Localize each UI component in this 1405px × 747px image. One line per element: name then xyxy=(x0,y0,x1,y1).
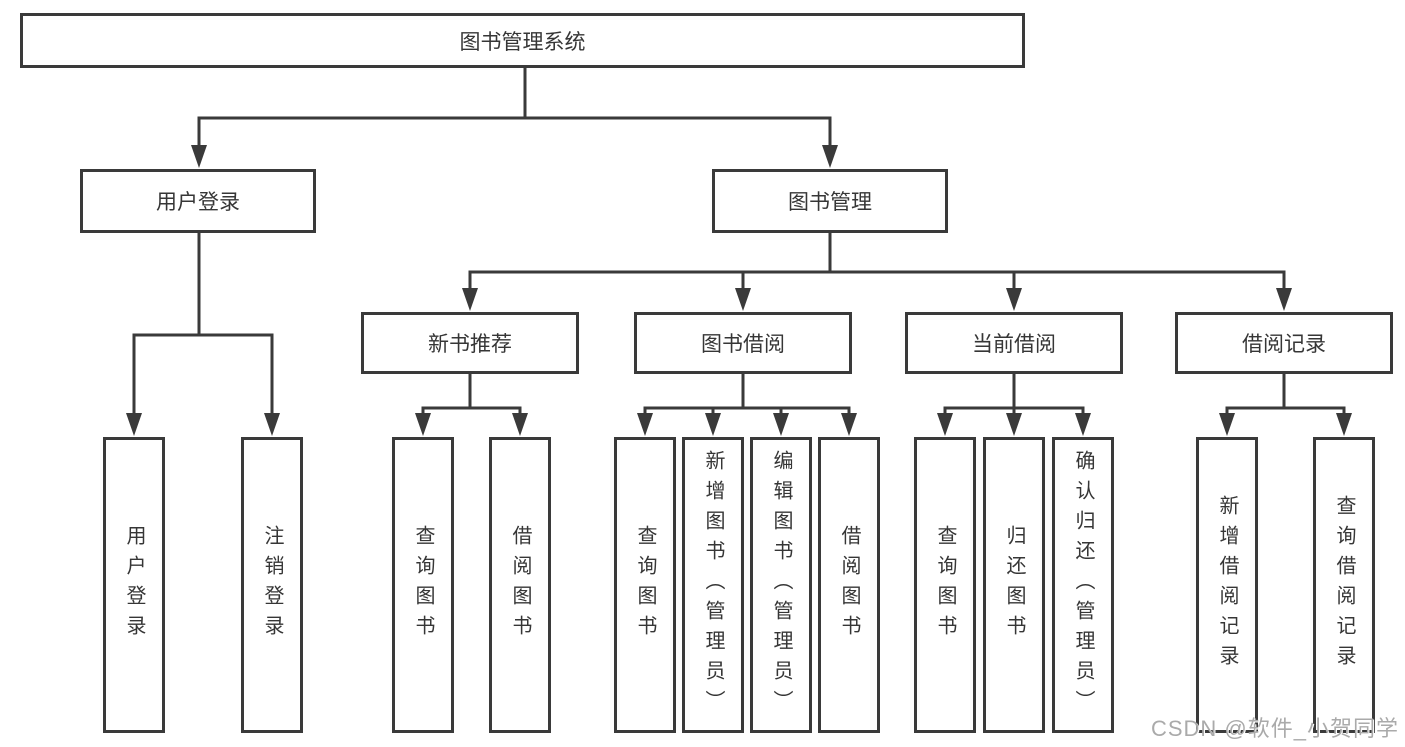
node-book-management: 图书管理 xyxy=(712,169,948,233)
connector-new-book-recommendation-path xyxy=(421,372,522,417)
arrow-down-icon xyxy=(462,288,478,311)
node-query-books-borrowing: 查询图书 xyxy=(614,437,676,733)
node-add-borrow-record: 新增借阅记录 xyxy=(1196,437,1258,733)
connector-borrowing-records xyxy=(1219,372,1352,436)
node-label: 借阅图书 xyxy=(509,525,531,645)
arrow-down-icon xyxy=(264,413,280,436)
arrow-down-icon xyxy=(1336,413,1352,436)
node-borrowing-records: 借阅记录 xyxy=(1175,312,1393,374)
arrow-down-icon xyxy=(1075,413,1091,436)
node-query-borrow-record: 查询借阅记录 xyxy=(1313,437,1375,733)
arrow-down-icon xyxy=(735,288,751,311)
arrow-down-icon xyxy=(822,145,838,168)
arrow-down-icon xyxy=(191,145,207,168)
node-label: 图书管理 xyxy=(788,191,872,214)
node-label: 用户登录 xyxy=(156,191,240,214)
connector-root xyxy=(191,66,838,168)
node-label: 归还图书 xyxy=(1003,525,1025,645)
arrow-down-icon xyxy=(512,413,528,436)
node-label: 注销登录 xyxy=(261,525,283,645)
node-current-borrowing: 当前借阅 xyxy=(905,312,1123,374)
node-label: 编辑图书（管理员） xyxy=(770,450,792,720)
arrow-down-icon xyxy=(1006,413,1022,436)
arrow-down-icon xyxy=(1006,288,1022,311)
node-edit-books-admin: 编辑图书（管理员） xyxy=(750,437,812,733)
node-user-login-branch: 用户登录 xyxy=(80,169,316,233)
node-label: 新书推荐 xyxy=(428,333,512,356)
node-label: 图书管理系统 xyxy=(459,30,586,54)
csdn-watermark: CSDN @软件_小贺同学 xyxy=(1150,716,1399,741)
arrow-down-icon xyxy=(415,413,431,436)
node-label: 当前借阅 xyxy=(972,333,1056,356)
node-add-books-admin: 新增图书（管理员） xyxy=(682,437,744,733)
node-label: 查询图书 xyxy=(934,525,956,645)
node-label: 查询借阅记录 xyxy=(1333,495,1355,675)
arrow-down-icon xyxy=(1219,413,1235,436)
connector-book-management-path xyxy=(468,231,1286,292)
connector-new-book-recommendation xyxy=(415,372,528,436)
arrow-down-icon xyxy=(126,413,142,436)
connector-book-borrowing xyxy=(637,372,857,436)
arrow-down-icon xyxy=(937,413,953,436)
node-label: 确认归还（管理员） xyxy=(1072,450,1094,720)
node-label: 查询图书 xyxy=(412,525,434,645)
arrow-down-icon xyxy=(637,413,653,436)
connector-book-management xyxy=(462,231,1292,311)
node-label: 借阅图书 xyxy=(838,525,860,645)
node-user-login-leaf: 用户登录 xyxy=(103,437,165,733)
connector-user-login-path xyxy=(132,231,274,417)
node-label: 新增图书（管理员） xyxy=(702,450,724,720)
arrow-down-icon xyxy=(705,413,721,436)
connector-current-borrowing xyxy=(937,372,1091,436)
arrow-down-icon xyxy=(773,413,789,436)
node-borrow-books-borrowing: 借阅图书 xyxy=(818,437,880,733)
node-return-books: 归还图书 xyxy=(983,437,1045,733)
node-book-borrowing: 图书借阅 xyxy=(634,312,852,374)
node-borrow-books-recommend: 借阅图书 xyxy=(489,437,551,733)
arrow-down-icon xyxy=(841,413,857,436)
node-label: 图书借阅 xyxy=(701,333,785,356)
node-label: 用户登录 xyxy=(123,525,145,645)
arrow-down-icon xyxy=(1276,288,1292,311)
node-query-books-current: 查询图书 xyxy=(914,437,976,733)
connector-book-borrowing-path xyxy=(643,372,851,417)
node-query-books-recommend: 查询图书 xyxy=(392,437,454,733)
connector-current-borrowing-path xyxy=(943,372,1085,417)
node-label: 新增借阅记录 xyxy=(1216,495,1238,675)
node-confirm-return-admin: 确认归还（管理员） xyxy=(1052,437,1114,733)
connector-root-path xyxy=(197,66,832,149)
node-new-book-recommendation: 新书推荐 xyxy=(361,312,579,374)
node-label: 查询图书 xyxy=(634,525,656,645)
node-library-management-system: 图书管理系统 xyxy=(20,13,1025,68)
node-label: 借阅记录 xyxy=(1242,333,1326,356)
node-logout: 注销登录 xyxy=(241,437,303,733)
connector-borrowing-records-path xyxy=(1225,372,1346,417)
connector-user-login xyxy=(126,231,280,436)
